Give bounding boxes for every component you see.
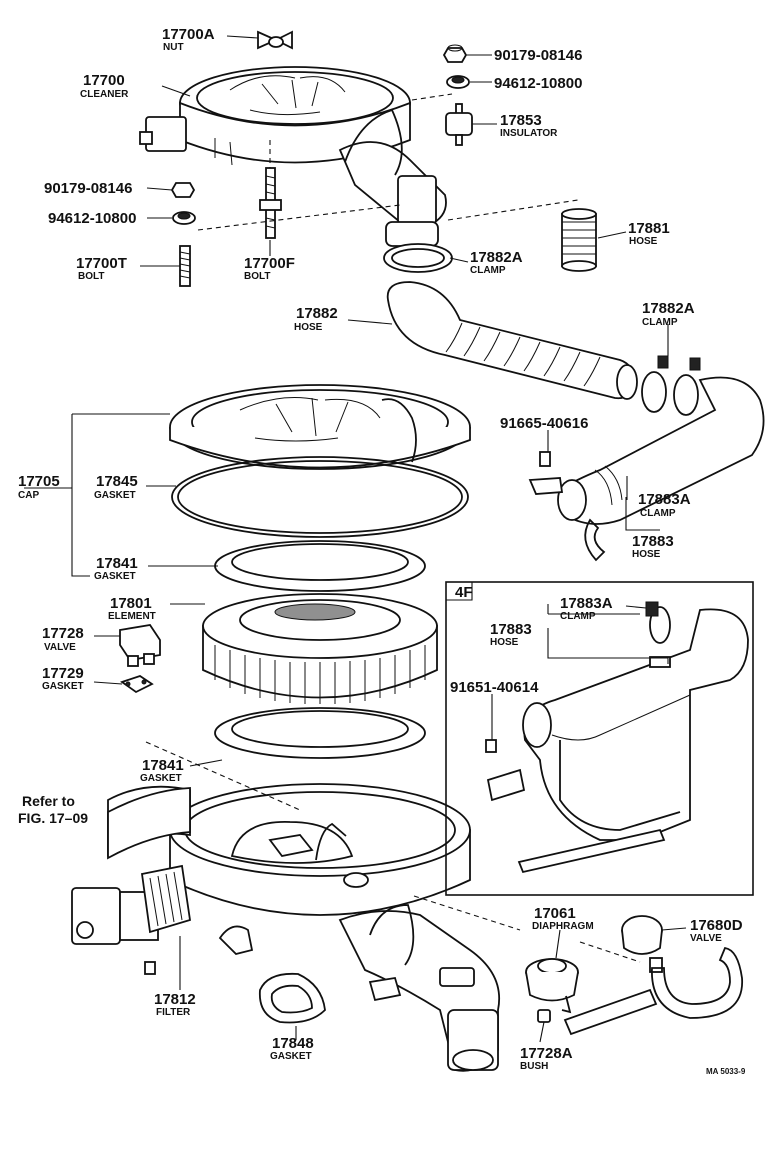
part-name-insulator: INSULATOR: [500, 128, 558, 139]
cap-drawing: [169, 384, 471, 470]
part-name-hose-17881: HOSE: [629, 236, 658, 247]
gasket-17729-drawing: [120, 675, 154, 694]
part-name-gasket-17845: GASKET: [94, 490, 136, 501]
hose-17882-drawing: [386, 281, 638, 400]
part-name-valve-17680d: VALVE: [690, 933, 722, 944]
inset-part-number-17883a: 17883A: [560, 595, 613, 612]
leader-lines: [24, 35, 687, 1043]
wing-nut-drawing: [257, 30, 293, 50]
diagram-code: MA 5033-9: [706, 1067, 746, 1076]
nut-90179-left-drawing: [170, 182, 196, 198]
clamp-17882a-right-drawing: [641, 355, 701, 416]
insulator-drawing: [445, 103, 473, 146]
part-number-17812: 17812: [154, 991, 196, 1008]
part-number-17845: 17845: [96, 473, 138, 490]
part-number-17883a: 17883A: [638, 491, 691, 508]
reference-line-2: FIG. 17–09: [18, 810, 88, 826]
part-name-cap: CAP: [18, 490, 39, 501]
alignment-lines: [145, 93, 641, 963]
part-number-17705: 17705: [18, 473, 60, 490]
part-name-gasket-17729: GASKET: [42, 681, 84, 692]
part-number-17882a-right: 17882A: [642, 300, 695, 317]
part-number-90179-top: 90179-08146: [494, 47, 582, 64]
nut-90179-top-drawing: [442, 44, 468, 63]
bolt-17700f-drawing: [259, 167, 282, 239]
part-name-diaphragm: DIAPHRAGM: [532, 921, 594, 932]
part-name-clamp-top: CLAMP: [470, 265, 506, 276]
part-number-17853: 17853: [500, 112, 542, 129]
gasket-17848-drawing: [258, 972, 326, 1024]
part-number-17882a-top: 17882A: [470, 249, 523, 266]
part-name-gasket-17841-top: GASKET: [94, 571, 136, 582]
part-name-gasket-17841-bottom: GASKET: [140, 773, 182, 784]
part-name-clamp-right: CLAMP: [642, 317, 678, 328]
direction-arrow: [584, 518, 606, 562]
part-number-17848: 17848: [272, 1035, 314, 1052]
part-name-gasket-17848: GASKET: [270, 1051, 312, 1062]
part-number-94612-left: 94612-10800: [48, 210, 136, 227]
part-number-17882: 17882: [296, 305, 338, 322]
valve-17680d-drawing: [563, 915, 743, 1036]
gasket-17845-drawing: [171, 456, 469, 538]
part-number-17801: 17801: [110, 595, 152, 612]
part-number-17728a: 17728A: [520, 1045, 573, 1062]
inset-part-name-hose: HOSE: [490, 637, 519, 648]
part-name-valve-17728: VALVE: [44, 642, 76, 653]
cleaner-top-drawing: [139, 66, 453, 273]
bolt-91665-drawing: [528, 451, 564, 495]
part-number-91665: 91665-40616: [500, 415, 588, 432]
part-number-17061: 17061: [534, 905, 576, 922]
part-name-cleaner: CLEANER: [80, 89, 129, 100]
part-number-17700t: 17700T: [76, 255, 127, 272]
part-number-17680d: 17680D: [690, 917, 743, 934]
hose-17881-drawing: [561, 208, 597, 272]
part-name-hose-17883: HOSE: [632, 549, 661, 560]
part-number-90179-left: 90179-08146: [44, 180, 132, 197]
diaphragm-drawing: [525, 958, 579, 1014]
part-number-17728: 17728: [42, 625, 84, 642]
reference-card-drawing: [107, 787, 191, 860]
bush-drawing: [537, 1009, 551, 1023]
part-name-bolt-t: BOLT: [78, 271, 104, 282]
gasket-17841-top-drawing: [214, 540, 426, 592]
part-name-element: ELEMENT: [108, 611, 156, 622]
inset-part-number-91651: 91651-40614: [450, 679, 539, 696]
part-number-17841-top: 17841: [96, 555, 138, 572]
valve-17728-drawing: [119, 624, 161, 667]
part-name-clamp-17883a: CLAMP: [640, 508, 676, 519]
part-name-hose-17882: HOSE: [294, 322, 323, 333]
part-number-94612-top: 94612-10800: [494, 75, 582, 92]
part-number-17700f: 17700F: [244, 255, 295, 272]
bolt-17700t-drawing: [179, 245, 191, 287]
labels: 17700A NUT 17700 CLEANER 90179-08146 946…: [18, 26, 746, 1076]
part-number-17883: 17883: [632, 533, 674, 550]
element-drawing: [202, 593, 438, 704]
part-number-17700: 17700: [83, 72, 125, 89]
part-number-17881: 17881: [628, 220, 670, 237]
hose-17883-drawing: [557, 376, 765, 525]
part-name-nut: NUT: [163, 42, 184, 53]
reference-line-1: Refer to: [22, 793, 75, 809]
part-number-17729: 17729: [42, 665, 84, 682]
part-name-bush: BUSH: [520, 1061, 548, 1072]
inset-part-number-17883: 17883: [490, 621, 532, 638]
part-number-17841-bottom: 17841: [142, 757, 184, 774]
part-name-filter: FILTER: [156, 1007, 191, 1018]
part-name-bolt-f: BOLT: [244, 271, 270, 282]
washer-94612-top-drawing: [446, 75, 470, 89]
inset-label-4f: 4F: [455, 584, 473, 601]
washer-94612-left-drawing: [172, 211, 196, 225]
case-drawing: [71, 783, 500, 1072]
part-number-17700a: 17700A: [162, 26, 215, 43]
inset-part-name-clamp: CLAMP: [560, 611, 596, 622]
inset-4f: [445, 581, 754, 896]
gasket-17841-bottom-drawing: [214, 707, 426, 759]
